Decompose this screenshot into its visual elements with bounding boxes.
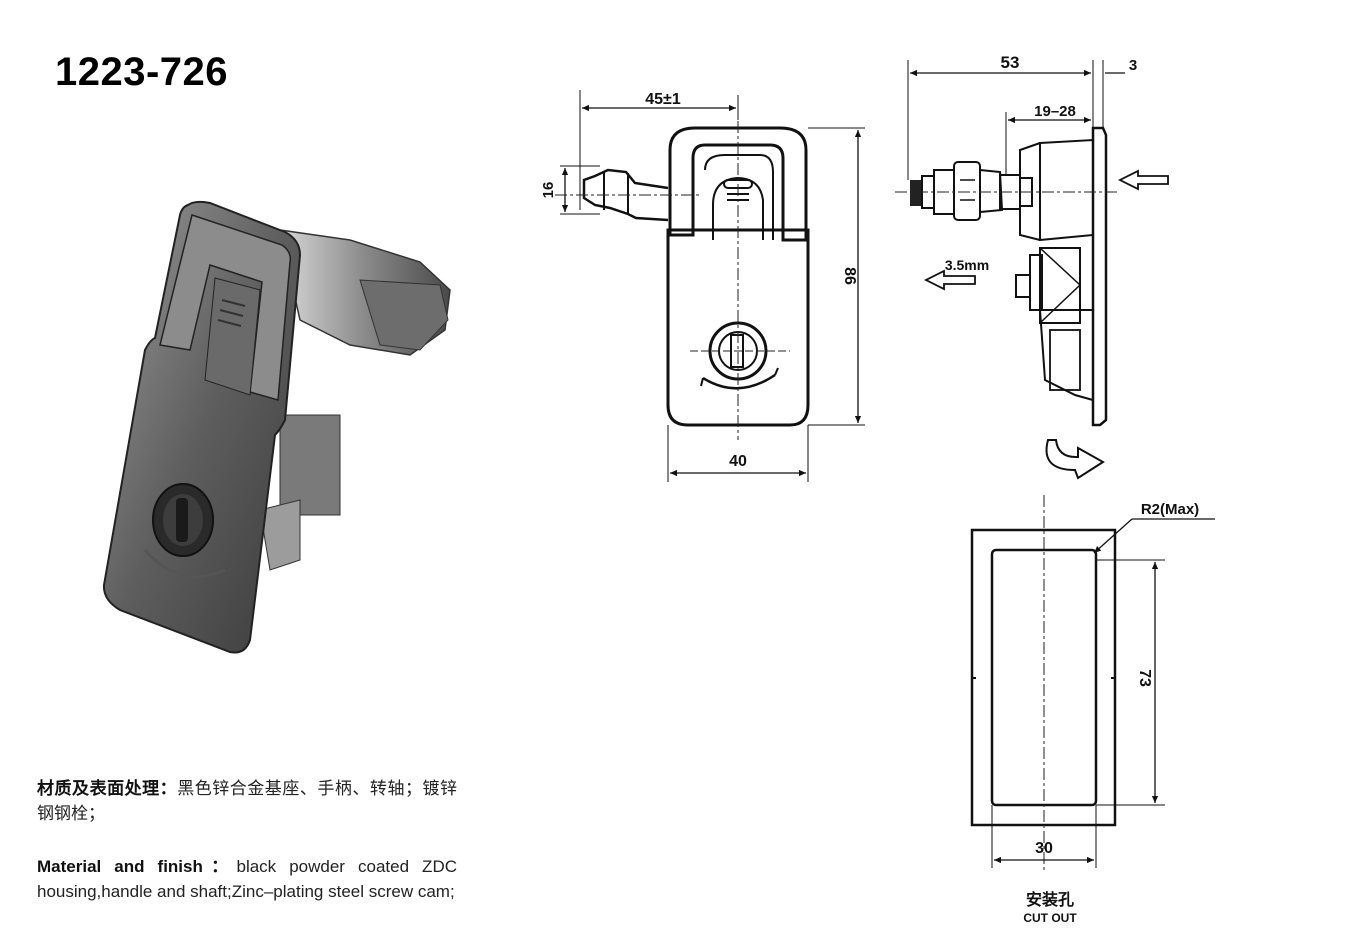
- side-travel-dim: 3.5mm: [945, 257, 989, 273]
- material-spec-chinese: 材质及表面处理：黑色锌合金基座、手柄、转轴；镀锌钢钢栓；: [37, 776, 457, 826]
- front-width-top-dim: 45±1: [645, 91, 681, 108]
- front-height-dim: 86: [841, 267, 858, 285]
- cutout-drawing: R2(Max) 73 30 安装孔 CUT OUT: [970, 495, 1215, 925]
- cutout-label-en: CUT OUT: [1023, 911, 1077, 925]
- material-spec-english: Material and finish：black powder coated …: [37, 854, 457, 904]
- material-label-english: Material and finish：: [37, 857, 237, 876]
- front-view-drawing: 45±1 16 86 40: [540, 90, 865, 482]
- travel-arrow-icon: [923, 269, 976, 291]
- cutout-width-dim: 30: [1035, 840, 1053, 857]
- cutout-label-cn: 安装孔: [1026, 890, 1074, 909]
- front-width-bottom-dim: 40: [729, 453, 747, 470]
- material-label-chinese: 材质及表面处理：: [37, 779, 178, 798]
- side-plate-dim: 3: [1129, 57, 1137, 74]
- cutout-radius-dim: R2(Max): [1141, 501, 1199, 518]
- rotation-arrow-icon: [1045, 439, 1105, 480]
- cutout-height-dim: 73: [1136, 669, 1153, 687]
- product-model-number: 1223-726: [55, 50, 229, 94]
- front-height-left-dim: 16: [540, 182, 557, 199]
- material-text-chinese: 黑色锌合金基座、手柄、转轴；镀锌钢钢栓；: [37, 779, 458, 823]
- side-range-dim: 19–28: [1034, 103, 1076, 120]
- push-arrow-icon: [1117, 169, 1169, 191]
- side-view-drawing: 53 3 19–28 3.5mm: [895, 53, 1169, 480]
- side-total-dim: 53: [1001, 53, 1020, 72]
- material-text-english: black powder coated ZDC housing,handle a…: [37, 857, 457, 901]
- product-photo: [102, 200, 451, 654]
